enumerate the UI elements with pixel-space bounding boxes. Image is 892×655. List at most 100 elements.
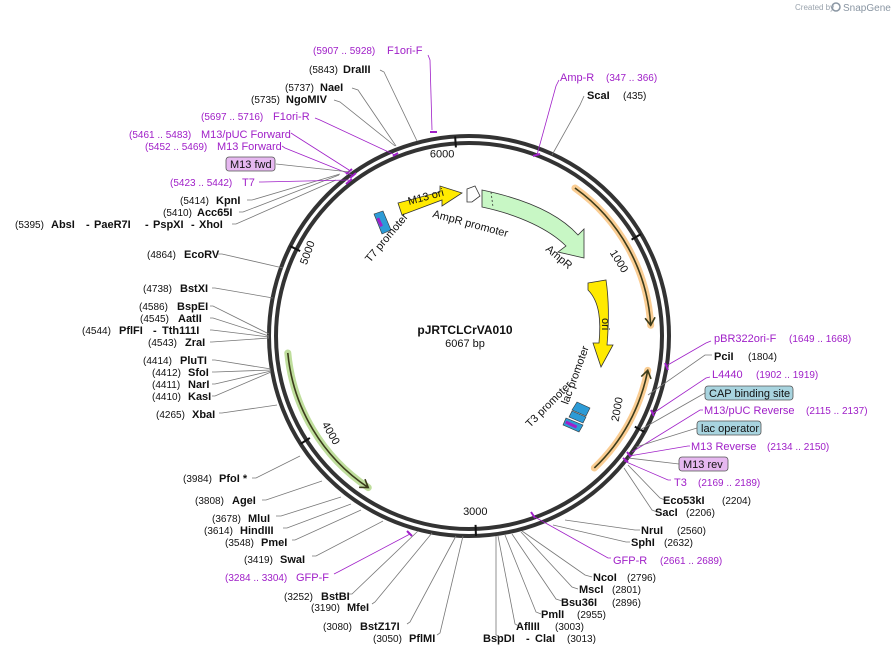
primers: (5907 .. 5928) F1ori-F Amp-R (347 .. 366… [129, 45, 868, 584]
site-bsu36i[interactable]: Bsu36I [561, 597, 597, 609]
site-draiii[interactable]: DraIII [343, 64, 371, 76]
tick-mark-6000 [454, 136, 457, 148]
primer-amp-r[interactable]: Amp-R [560, 72, 594, 84]
site-pmli[interactable]: PmlI [541, 609, 564, 621]
inner-features: M13 ori AmpR promoter AmpR ori T7 promot… [363, 185, 614, 433]
m13-rev-label-box[interactable]: M13 rev [678, 456, 729, 472]
primer-gfp-f[interactable]: GFP-F [296, 572, 329, 584]
site-pos-mlui: (3678) [212, 514, 241, 525]
site-mfei[interactable]: MfeI [347, 602, 369, 614]
site-pos-pcii: (1804) [748, 352, 777, 363]
site-pos-nari: (4411) [152, 380, 180, 391]
site-dash-clai: - [526, 633, 530, 645]
site-ncoi[interactable]: NcoI [593, 572, 617, 584]
site-aatii[interactable]: AatII [178, 313, 202, 325]
site-eco53ki[interactable]: Eco53kI [663, 495, 705, 507]
snapgene-brand: SnapGene [843, 3, 891, 14]
site-clai[interactable]: ClaI [535, 633, 555, 645]
site-pluti[interactable]: PluTI [180, 355, 207, 367]
site-absi[interactable]: AbsI [51, 219, 75, 231]
site-pos-agei: (3808) [195, 496, 224, 507]
site-pos-draiii: (5843) [309, 65, 338, 76]
site-saci[interactable]: SacI [655, 507, 678, 519]
feature-line-ampr [574, 187, 652, 326]
feature-t7-promoter[interactable]: T7 promoter [363, 210, 411, 265]
tick-mark-2000 [634, 425, 645, 433]
m13-rev-label: M13 rev [683, 459, 723, 471]
primer-t7[interactable]: T7 [242, 177, 255, 189]
site-pos-kasi: (4410) [152, 392, 181, 403]
primer-m13puc-reverse[interactable]: M13/pUC Reverse [704, 405, 794, 417]
site-bstxi[interactable]: BstXI [180, 283, 208, 295]
primer-pos-gfp-r: (2661 .. 2689) [660, 556, 722, 567]
primer-pos-m13puc-reverse: (2115 .. 2137) [806, 406, 868, 417]
primer-t3[interactable]: T3 [674, 477, 687, 489]
site-xbai[interactable]: XbaI [192, 409, 215, 421]
site-pfoi[interactable]: PfoI * [219, 473, 248, 485]
site-bspdi[interactable]: BspDI [483, 633, 515, 645]
feature-m13-ori[interactable]: M13 ori [397, 185, 463, 216]
site-tth111i[interactable]: Tth111I [162, 325, 199, 337]
primer-pbr322ori-f[interactable]: pBR322ori-F [714, 333, 777, 345]
site-pspxi[interactable]: PspXI [153, 219, 184, 231]
primer-pos-t3: (2169 .. 2189) [698, 478, 760, 489]
site-ngomiv[interactable]: NgoMIV [286, 94, 328, 106]
site-sphi[interactable]: SphI [631, 537, 655, 549]
site-dash-3: - [191, 219, 195, 231]
feature-ori[interactable]: ori [587, 279, 614, 368]
primer-l4440[interactable]: L4440 [712, 369, 743, 381]
site-naei[interactable]: NaeI [320, 82, 343, 94]
site-pos-bspei: (4586) [139, 302, 168, 313]
site-pos-bstz17i: (3080) [323, 622, 352, 633]
feature-arrowhead-ori [640, 368, 652, 380]
site-pos-ncoi: (2796) [627, 573, 656, 584]
primer-m13puc-forward[interactable]: M13/pUC Forward [201, 129, 291, 141]
feature-arrowhead-ampr [644, 316, 656, 327]
lac-operator-box[interactable]: lac operator [696, 420, 762, 436]
site-pflfi[interactable]: PflFI [119, 325, 143, 337]
site-pcii[interactable]: PciI [714, 351, 734, 363]
site-pmei[interactable]: PmeI [261, 537, 287, 549]
site-pos-pflfi: (4544) [82, 326, 111, 337]
created-by-text: Created by [795, 3, 834, 12]
site-swai[interactable]: SwaI [280, 554, 305, 566]
site-nrui[interactable]: NruI [641, 525, 663, 537]
site-pos-ngomiv: (5735) [251, 95, 280, 106]
site-bstbi[interactable]: BstBI [321, 591, 350, 603]
primer-f1ori-r[interactable]: F1ori-R [273, 111, 310, 123]
site-pos-ecorv: (4864) [147, 250, 176, 261]
site-scai[interactable]: ScaI [587, 90, 610, 102]
site-zrai[interactable]: ZraI [185, 337, 205, 349]
site-kpni[interactable]: KpnI [216, 195, 240, 207]
site-bstz17i[interactable]: BstZ17I [360, 621, 400, 633]
primer-gfp-r[interactable]: GFP-R [613, 555, 647, 567]
primer-pos-f1ori-r: (5697 .. 5716) [201, 112, 263, 123]
site-agei[interactable]: AgeI [232, 495, 256, 507]
site-acc65i[interactable]: Acc65I [197, 207, 232, 219]
site-afliii[interactable]: AflIII [516, 621, 540, 633]
site-pos-kpni: (5414) [180, 196, 209, 207]
site-ecorv[interactable]: EcoRV [184, 249, 220, 261]
site-paer7i[interactable]: PaeR7I [94, 219, 131, 231]
site-pos-sfoi: (4412) [152, 368, 181, 379]
site-pos-bsu36i: (2896) [612, 598, 641, 609]
primer-m13-forward[interactable]: M13 Forward [217, 141, 282, 153]
site-bspei[interactable]: BspEI [177, 301, 208, 313]
site-pflmi[interactable]: PflMI [409, 633, 435, 645]
site-msci[interactable]: MscI [579, 584, 603, 596]
site-kasi[interactable]: KasI [188, 391, 211, 403]
primer-m13-reverse[interactable]: M13 Reverse [691, 441, 756, 453]
site-mlui[interactable]: MluI [248, 513, 270, 525]
cap-binding-site-label: CAP binding site [709, 388, 790, 400]
primer-f1ori-f[interactable]: F1ori-F [387, 45, 423, 57]
site-nari[interactable]: NarI [188, 379, 209, 391]
left-sites: (5843) DraIII (5737) NaeI (5735) NgoMIV … [15, 64, 464, 645]
m13-fwd-label-box[interactable]: M13 fwd [225, 156, 276, 172]
site-hindiii[interactable]: HindIII [240, 525, 274, 537]
site-sfoi[interactable]: SfoI [188, 367, 209, 379]
site-pos-eco53ki: (2204) [722, 496, 751, 507]
cap-binding-site-box[interactable]: CAP binding site [704, 385, 794, 401]
tick-mark-5000 [289, 245, 301, 253]
site-xhoi[interactable]: XhoI [199, 219, 223, 231]
site-pos-bstbi: (3252) [284, 592, 313, 603]
